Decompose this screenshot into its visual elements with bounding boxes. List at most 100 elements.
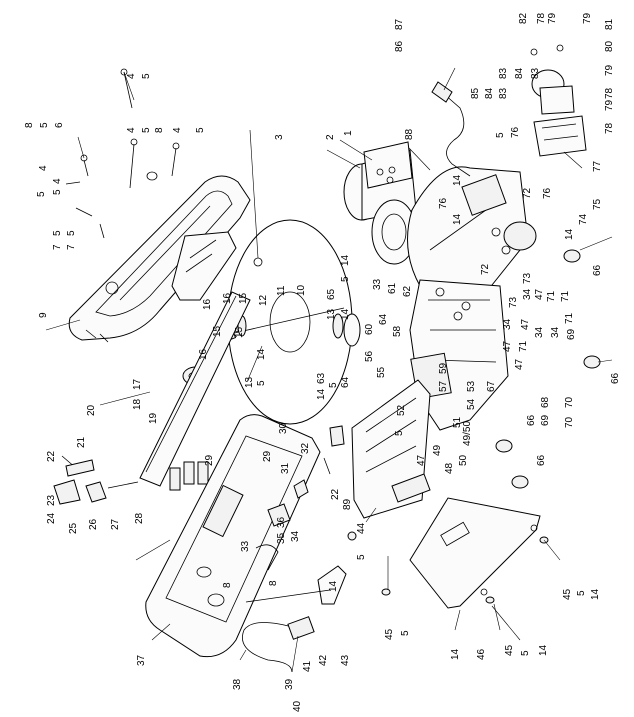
callout-c93: 71 xyxy=(546,290,557,302)
callout-c102: 47 xyxy=(514,358,525,370)
callout-c72: 14 xyxy=(340,308,351,320)
callout-c77: 14 xyxy=(316,388,327,400)
callout-c19: 7 xyxy=(66,244,77,250)
rubber-feet xyxy=(495,249,601,489)
callout-c38: 81 xyxy=(604,18,615,30)
callout-c136: 66 xyxy=(536,454,547,466)
callout-c127: 54 xyxy=(466,398,477,410)
callout-c163: 14 xyxy=(590,588,601,600)
callout-c146: 14 xyxy=(328,580,339,592)
callout-c114: 24 xyxy=(46,512,57,524)
callout-c12: 4 xyxy=(38,165,49,171)
callout-c116: 26 xyxy=(88,518,99,530)
callout-c21: 2 xyxy=(325,134,336,140)
callout-c73: 17 xyxy=(132,378,143,390)
callout-c20: 9 xyxy=(38,312,49,318)
switch-assembly xyxy=(530,44,587,157)
callout-c150: 40 xyxy=(292,700,303,712)
callout-c76: 63 xyxy=(316,372,327,384)
callout-c67: 13 xyxy=(244,376,255,388)
callout-c113: 23 xyxy=(46,494,57,506)
callout-c61: 11 xyxy=(276,285,287,296)
callout-c10: 5 xyxy=(195,127,206,133)
callout-c83: 60 xyxy=(364,323,375,335)
callout-c8: 8 xyxy=(154,127,165,133)
motor-frame xyxy=(407,166,537,291)
callout-c128: 53 xyxy=(466,380,477,392)
callout-c68: 14 xyxy=(340,254,351,266)
callout-c54: 72 xyxy=(480,263,491,275)
callout-c97: 47 xyxy=(502,340,513,352)
callout-c64: 16 xyxy=(202,298,213,310)
fence-clamp xyxy=(53,425,345,527)
callout-c11: 3 xyxy=(274,134,285,140)
callout-c133: 47 xyxy=(416,454,427,466)
callout-c52: 14 xyxy=(564,228,575,240)
callout-c95: 47 xyxy=(520,318,531,330)
callout-c57: 15 xyxy=(238,292,249,304)
callout-c79: 64 xyxy=(340,376,351,388)
callout-c107: 70 xyxy=(564,396,575,408)
callout-c51: 74 xyxy=(578,213,589,225)
callout-c29: 83 xyxy=(498,67,509,79)
callout-c160: 14 xyxy=(538,644,549,656)
callout-c5: 6 xyxy=(54,122,65,128)
callout-c17: 7 xyxy=(52,244,63,250)
callout-c71: 13 xyxy=(326,308,337,320)
callout-c99: 34 xyxy=(534,326,545,338)
callout-c145: 5 xyxy=(356,554,367,560)
callout-c103: 69 xyxy=(566,328,577,340)
callout-c69: 5 xyxy=(340,276,351,282)
callout-c86: 56 xyxy=(364,350,375,362)
callout-c105: 68 xyxy=(540,396,551,408)
callout-c9: 4 xyxy=(172,127,183,133)
screws xyxy=(61,68,549,604)
callout-c15: 4 xyxy=(52,178,63,184)
callout-c144: 8 xyxy=(268,580,279,586)
callout-c108: 70 xyxy=(564,416,575,428)
callout-c3: 8 xyxy=(24,122,35,128)
callout-c53: 73 xyxy=(522,272,533,284)
callout-c28: 83 xyxy=(498,87,509,99)
callout-c96: 71 xyxy=(560,290,571,302)
callout-c104: 67 xyxy=(486,380,497,392)
callout-c143: 8 xyxy=(222,582,233,588)
callout-c149: 39 xyxy=(284,678,295,690)
callout-c39: 80 xyxy=(604,40,615,52)
callout-c90: 73 xyxy=(508,296,519,308)
callout-c75: 19 xyxy=(148,412,159,424)
callout-c139: 36 xyxy=(276,516,287,528)
callout-c156: 14 xyxy=(450,648,461,660)
callout-c27: 84 xyxy=(484,87,495,99)
callout-c32: 5 xyxy=(495,132,506,138)
callout-c134: 49/50 xyxy=(462,421,473,446)
callout-c22: 1 xyxy=(343,130,354,136)
motor xyxy=(343,141,417,265)
callout-c82: 61 xyxy=(387,282,398,294)
bottom-cover xyxy=(409,497,541,609)
callout-c59: 15 xyxy=(212,325,223,337)
callout-c118: 28 xyxy=(134,512,145,524)
callout-c14: 5 xyxy=(36,191,47,197)
callout-c121: 30 xyxy=(278,422,289,434)
callout-c50: 75 xyxy=(592,198,603,210)
callout-c26: 85 xyxy=(470,87,481,99)
callout-c92: 47 xyxy=(534,288,545,300)
callout-c34: 82 xyxy=(518,12,529,24)
callout-c94: 34 xyxy=(502,318,513,330)
callout-c6: 4 xyxy=(126,127,137,133)
callout-c125: 52 xyxy=(396,404,407,416)
callout-c100: 34 xyxy=(550,326,561,338)
base-housing xyxy=(351,379,431,519)
callout-c42: 79 xyxy=(604,99,615,111)
callout-c122: 31 xyxy=(280,462,291,474)
callout-labels: 4 5 8 5 6 4 5 8 4 5 3 4 5 5 4 5 7 5 7 9 … xyxy=(24,12,621,712)
callout-c58: 16 xyxy=(198,348,209,360)
callout-c13: 5 xyxy=(52,189,63,195)
callout-c48: 72 xyxy=(522,187,533,199)
callout-c153: 43 xyxy=(340,654,351,666)
table-rail xyxy=(139,291,251,491)
callout-c138: 44 xyxy=(356,522,367,534)
callout-c106: 69 xyxy=(540,414,551,426)
